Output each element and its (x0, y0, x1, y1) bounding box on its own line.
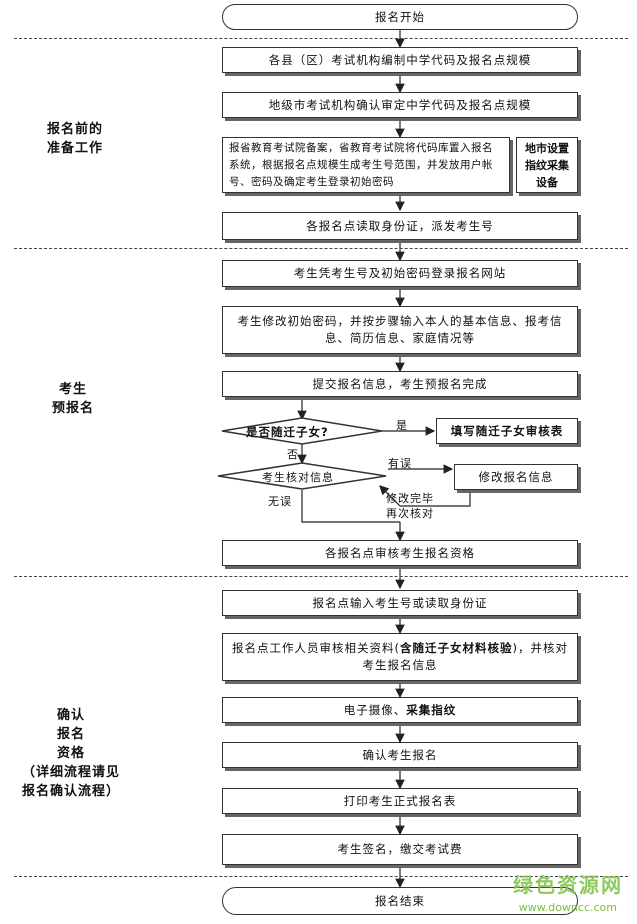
decision-diamond-verify (217, 462, 387, 490)
step-migrant-form: 填写随迁子女审核表 (436, 418, 578, 444)
watermark-logo: 绿色资源网 (513, 873, 623, 897)
section-divider (14, 576, 628, 577)
start-node: 报名开始 (222, 4, 578, 30)
edge-label-recheck: 再次核对 (386, 507, 434, 520)
step-confirm-registration: 确认考生报名 (222, 742, 578, 768)
section-divider (14, 248, 628, 249)
decision-label-verify: 考生核对信息 (262, 471, 334, 484)
section-label-line: 准备工作 (46, 141, 103, 156)
edge (301, 490, 400, 523)
watermark-url: www.downcc.com (518, 901, 617, 914)
step-enter-info: 考生修改初始密码，并按步骤输入本人的基本信息、报考信息、简历信息、家庭情况等 (222, 306, 578, 354)
step-sign-pay: 考生签名，缴交考试费 (222, 834, 578, 865)
edge-label-no-error: 无误 (268, 495, 292, 508)
step-photo-fingerprint: 电子摄像、采集指纹 (222, 697, 578, 723)
section-label-line: 报名 (56, 727, 85, 742)
section-label-line: 预报名 (51, 401, 94, 416)
edge-label-no: 否 (287, 448, 299, 461)
edge-label-yes: 是 (396, 419, 408, 432)
text-part: 电子摄像、 (343, 702, 407, 717)
step-compile-codes: 各县（区）考试机构编制中学代码及报名点规模 (222, 47, 578, 73)
edge-label-error: 有误 (388, 457, 412, 470)
text-part-bold: 含随迁子女材料核验 (400, 641, 513, 655)
text-part: 报名点工作人员审核相关资料( (232, 641, 400, 655)
section-label-line: （详细流程请见 (21, 765, 120, 780)
section-label-prep: 报名前的 准备工作 (30, 120, 120, 158)
section-divider (14, 38, 628, 39)
text-part: )，并核对考生报名信息 (362, 641, 568, 672)
section-label-line: 确认 (56, 708, 85, 723)
edge-label-modified: 修改完毕 (386, 492, 434, 505)
step-check-materials: 报名点工作人员审核相关资料(含随迁子女材料核验)，并核对考生报名信息 (222, 633, 578, 681)
edge (400, 490, 471, 507)
section-label-line: 考生 (58, 382, 87, 397)
edge (379, 485, 401, 507)
step-provincial-filing: 报省教育考试院备案，省教育考试院将代码库置入报名系统，根据报名点规模生成考生号范… (222, 137, 510, 193)
end-node: 报名结束 (222, 887, 578, 915)
step-confirm-codes: 地级市考试机构确认审定中学代码及报名点规模 (222, 92, 578, 118)
section-divider (14, 876, 628, 877)
step-submit-prereg: 提交报名信息，考生预报名完成 (222, 371, 578, 397)
step-review-eligibility: 各报名点审核考生报名资格 (222, 540, 578, 566)
step-login-website: 考生凭考生号及初始密码登录报名网站 (222, 260, 578, 287)
step-check-materials-text: 报名点工作人员审核相关资料(含随迁子女材料核验)，并核对考生报名信息 (229, 640, 571, 674)
decision-label-migrant: 是否随迁子女? (246, 425, 329, 439)
section-label-line: 报名前的 (46, 122, 103, 137)
text-part-bold: 采集指纹 (406, 702, 457, 717)
step-print-form: 打印考生正式报名表 (222, 788, 578, 814)
section-label-pre-reg: 考生 预报名 (28, 380, 118, 418)
step-modify-info: 修改报名信息 (454, 464, 578, 490)
section-label-line: 资格 (56, 746, 85, 761)
step-input-number: 报名点输入考生号或读取身份证 (222, 590, 578, 616)
section-label-line: 报名确认流程） (21, 784, 120, 799)
decision-diamond-migrant (221, 417, 383, 445)
step-read-id-card: 各报名点读取身份证，派发考生号 (222, 212, 578, 240)
step-fingerprint-device: 地市设置指纹采集设备 (516, 137, 578, 193)
section-label-confirm: 确认 报名 资格 （详细流程请见 报名确认流程） (6, 706, 136, 801)
